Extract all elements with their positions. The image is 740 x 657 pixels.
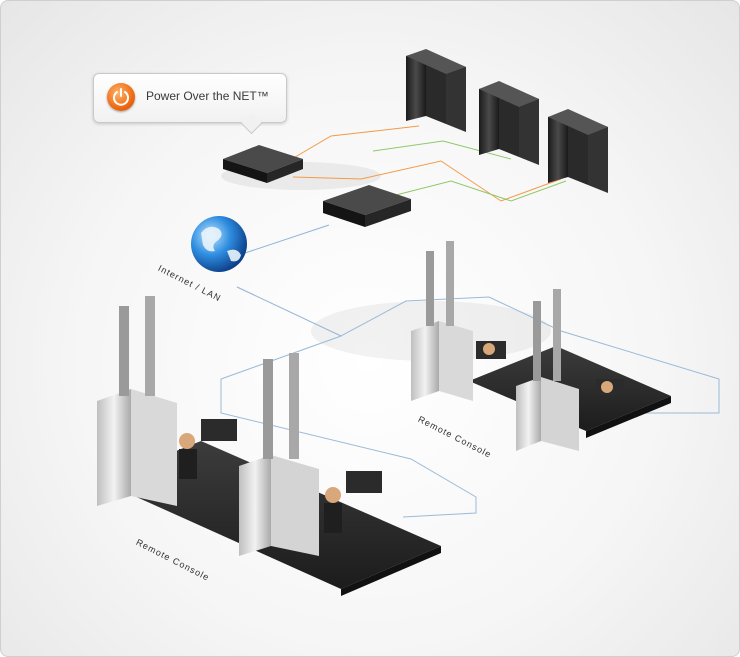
callout-text: Power Over the NET™ <box>146 89 269 103</box>
link-green-1 <box>372 140 512 160</box>
link-orange-1 <box>284 125 420 164</box>
kvm-switch-1 <box>223 145 303 183</box>
link-blue-globe <box>244 224 330 254</box>
link-blue-remote-1 <box>220 286 477 518</box>
remote-console-2-scene <box>411 241 671 451</box>
link-blue-remote-2 <box>236 286 720 414</box>
server-rack-group-3 <box>548 109 608 193</box>
power-icon <box>107 83 135 111</box>
kvm-switch-2 <box>323 185 411 227</box>
link-green-2 <box>395 180 567 202</box>
globe-icon <box>191 216 247 272</box>
server-rack-group-2 <box>479 81 539 165</box>
power-over-the-net-callout: Power Over the NET™ <box>93 73 287 123</box>
link-orange-2 <box>292 160 562 202</box>
connection-lines <box>220 125 720 518</box>
server-rack-group-1 <box>406 49 466 132</box>
remote-console-1-scene <box>97 296 441 596</box>
